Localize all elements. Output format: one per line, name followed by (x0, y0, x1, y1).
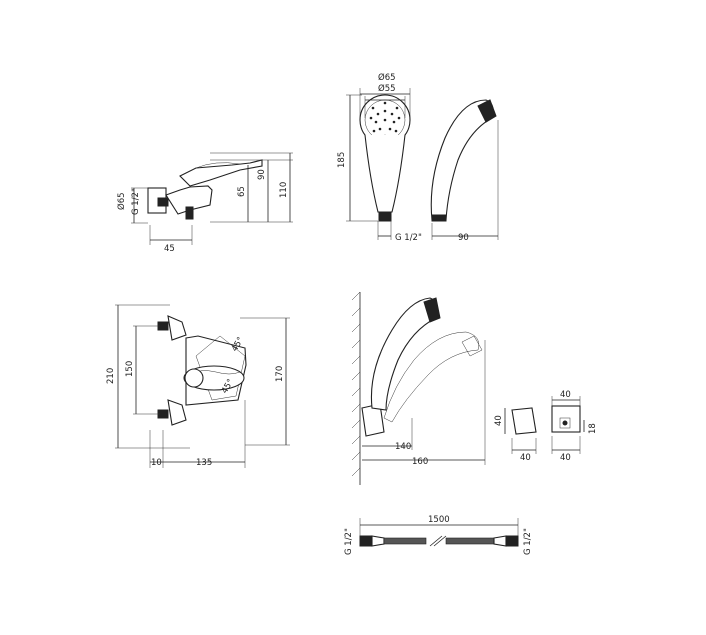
dim-length: 185 (337, 152, 347, 168)
dim-depth: 45 (164, 244, 175, 254)
dim-bracket-w3: 40 (560, 453, 571, 463)
tap-front-view: 210 150 170 10 135 45° 45° (106, 304, 290, 468)
dim-h-spout: 65 (237, 186, 247, 197)
dim-hose-length: 1500 (428, 515, 450, 525)
dim-bracket-h2: 18 (588, 423, 598, 434)
holder-shower-1 (370, 297, 438, 411)
wall-holder-view: 140 160 (351, 291, 486, 485)
holder-shower-2 (383, 331, 479, 423)
dim-front-height: 170 (275, 366, 285, 382)
dim-reach1: 140 (395, 442, 411, 452)
dim-hose-thread-left: G 1/2" (344, 528, 354, 555)
thread-stub (157, 197, 169, 207)
dim-h-total: 110 (279, 182, 289, 198)
tap-side-view: Ø65 G 1/2" 45 65 90 110 (116, 152, 293, 254)
shower-handle (364, 134, 406, 213)
bracket-view: 40 40 40 40 18 (494, 390, 598, 463)
dim-bracket-h: 40 (494, 415, 504, 426)
hose-segment-left (383, 537, 427, 545)
bracket-side (551, 405, 581, 433)
dim-front-h-total: 210 (106, 368, 116, 384)
dim-reach2: 160 (412, 457, 428, 467)
tap-body (165, 185, 213, 215)
side-thread (431, 214, 447, 222)
hose-segment-right (445, 537, 495, 545)
handshower-side-view: 90 (430, 99, 499, 243)
wall-hatching (351, 291, 361, 477)
shower-side-face (477, 99, 497, 123)
dim-d-inner: Ø55 (378, 83, 396, 94)
lower-eccentric (167, 399, 187, 426)
nozzles (369, 101, 401, 138)
dim-d-outer: Ø65 (378, 72, 396, 83)
dim-thread: G 1/2" (131, 188, 141, 215)
upper-eccentric (167, 315, 187, 341)
dim-bracket-w2: 40 (560, 390, 571, 400)
hose-view: 1500 G 1/2" G 1/2" (344, 515, 533, 555)
bracket-front (511, 407, 537, 435)
dim-d-flange: Ø65 (116, 192, 127, 210)
spout-outlet (185, 206, 194, 220)
hose-end-right (505, 535, 519, 547)
dim-front-width: 135 (196, 458, 212, 468)
dim-hose-thread-right: G 1/2" (523, 528, 533, 555)
dim-side-width: 90 (458, 233, 469, 243)
dim-hs-thread: G 1/2" (395, 233, 422, 243)
dim-h-lever: 90 (257, 169, 267, 180)
lever-hub (184, 368, 204, 388)
handle-thread (378, 211, 392, 222)
hose-end-left (359, 535, 373, 547)
dim-front-centers: 150 (125, 361, 135, 377)
tap-lever (179, 159, 263, 187)
handshower-front-view: Ø65 Ø55 185 G 1/2" (337, 72, 422, 243)
dim-front-offset: 10 (151, 458, 162, 468)
dim-bracket-w1: 40 (520, 453, 531, 463)
